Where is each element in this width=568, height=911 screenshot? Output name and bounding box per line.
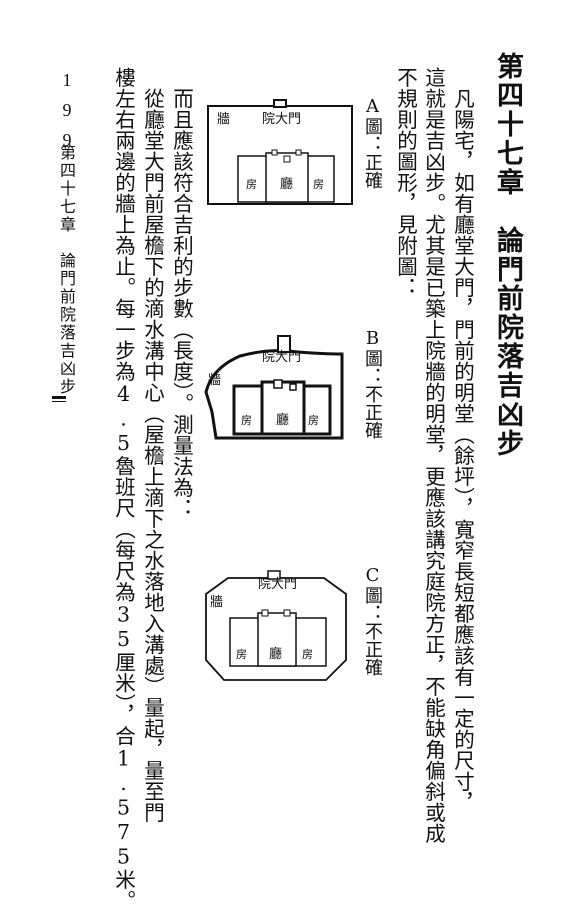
diagram-c: 院大門 牆 廳 房 房 — [205, 570, 347, 681]
body-line-4: 而且應該符合吉利的步數（長度）。測量法為： — [169, 88, 194, 519]
diagram-b-room-left: 房 — [241, 414, 252, 427]
diagram-c-hall-label: 廳 — [269, 646, 282, 662]
diagram-c-gate-label: 院大門 — [258, 577, 297, 592]
diagram-b-wall-label: 牆 — [208, 373, 221, 388]
diagram-a-room-left: 房 — [246, 178, 257, 191]
diagram-a-hall-label: 廳 — [280, 176, 293, 192]
diagram-a-gate-label: 院大門 — [262, 112, 301, 127]
body-line-5: 從廳堂大門前屋檐下的滴水溝中心（屋檐上滴下之水落地入溝處）量起，量至門 — [140, 88, 165, 823]
diagram-a-wall-label: 牆 — [217, 112, 230, 127]
body-line-3: 不規則的圖形，見附圖： — [393, 67, 418, 298]
page-number: 199 — [57, 70, 77, 160]
footer-rule-thin — [52, 401, 66, 402]
running-head: 第四十七章 論門前院落吉凶步 — [57, 144, 76, 396]
diagram-b-hall-label: 廳 — [276, 412, 289, 428]
diagram-a-room-right: 房 — [313, 178, 324, 191]
diagram-c-room-right: 房 — [302, 648, 313, 661]
diagram-a: 院大門 牆 廳 房 房 — [207, 99, 353, 205]
diagram-b-room-right: 房 — [308, 414, 319, 427]
diagram-c-wall-label: 牆 — [210, 595, 223, 610]
diagram-c-room-left: 房 — [236, 648, 247, 661]
body-line-2: 這就是吉凶步。尤其是已築上院牆的明堂，更應該講究庭院方正，不能缺角偏斜或成 — [421, 67, 446, 844]
diagram-b-gate-label: 院大門 — [262, 350, 301, 365]
caption-b: B圖：不正確 — [362, 328, 383, 439]
footer-rule-thick — [52, 396, 66, 399]
chapter-title: 第四十七章 論門前院落吉凶步 — [492, 52, 523, 458]
diagram-b: 院大門 牆 廳 房 房 — [204, 335, 344, 440]
caption-c: C圖：不正確 — [362, 565, 383, 676]
body-line-1: 凡陽宅，如有廳堂大門，門前的明堂（餘坪），寬窄長短都應該有一定的尺寸， — [450, 88, 475, 813]
caption-a: A圖：正確 — [362, 96, 383, 189]
body-line-6: 樓左右兩邊的牆上為止。每一步為4.5魯班尺（每尺為35厘米），合1.575米。 — [111, 67, 136, 911]
